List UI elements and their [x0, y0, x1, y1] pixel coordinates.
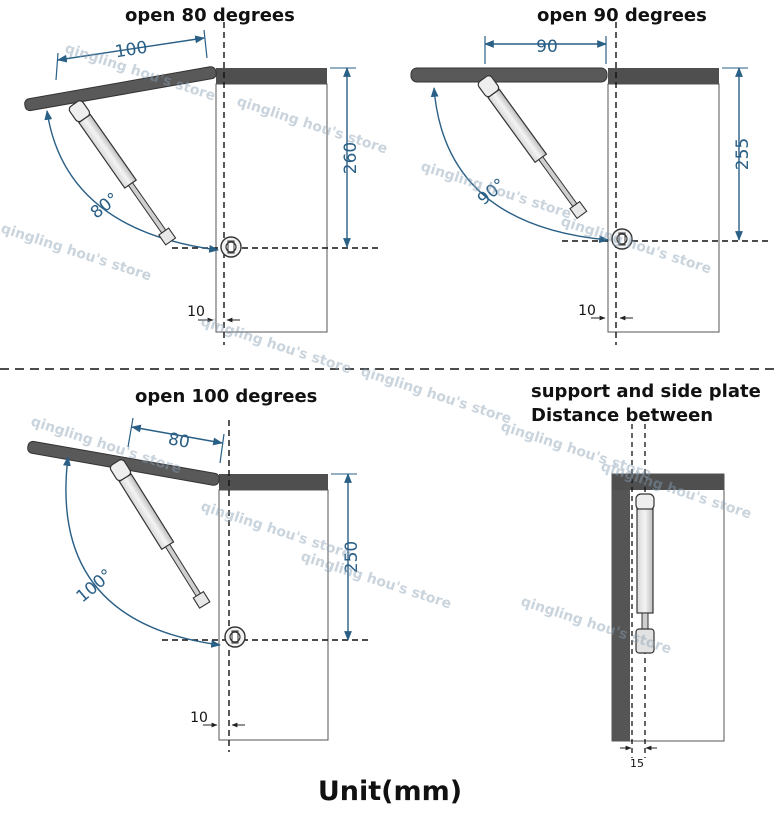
svg-text:qingling hou's store: qingling hou's store	[0, 221, 153, 285]
title-open-100: open 100 degrees	[135, 386, 318, 407]
height-dimension	[331, 473, 357, 641]
title-open-90: open 90 degrees	[537, 5, 707, 26]
strut-mount	[224, 626, 246, 648]
title-open-80: open 80 degrees	[125, 5, 295, 26]
panel-open-80: 100 260 80° 10	[24, 22, 380, 345]
cabinet-side	[215, 83, 328, 333]
angle-arc	[430, 87, 609, 244]
title-side-line1: support and side plate	[531, 381, 761, 402]
cabinet-top	[216, 68, 327, 84]
offset-label: 10	[187, 304, 205, 320]
lid	[24, 66, 217, 112]
height-dimension-label: 250	[342, 541, 362, 573]
cabinet-side	[607, 83, 720, 333]
height-dimension-label: 260	[341, 142, 361, 174]
angle-arc	[44, 110, 219, 253]
panel-side-distance: 15	[611, 424, 725, 770]
gas-strut	[67, 98, 178, 247]
panel-open-100: 80 250 100° 10	[27, 417, 370, 752]
height-dimension	[330, 67, 356, 248]
cabinet-top	[219, 474, 328, 490]
lid	[410, 67, 608, 83]
angle-arc	[63, 456, 221, 648]
offset-label: 10	[190, 710, 208, 726]
title-side-line2: Distance between	[531, 405, 714, 426]
cabinet-top	[612, 474, 724, 490]
panel-open-90: 90 255 90° 10	[410, 22, 770, 345]
width-dimension-label: 90	[536, 37, 558, 57]
cabinet-top	[608, 68, 719, 84]
height-dimension-label: 255	[733, 138, 753, 170]
offset-label: 10	[578, 303, 596, 319]
svg-text:qingling hou's store: qingling hou's store	[359, 364, 514, 428]
width-dimension-label: 80	[166, 429, 191, 452]
unit-label: Unit(mm)	[317, 776, 463, 807]
width-dimension	[484, 36, 607, 64]
side-plate	[612, 490, 630, 741]
strut-mount	[220, 236, 242, 258]
width-dimension	[55, 29, 208, 81]
cabinet-side	[218, 489, 329, 741]
gas-strut-side	[635, 493, 655, 654]
cabinet-outline	[611, 473, 725, 742]
height-dimension	[722, 67, 748, 241]
gap-label: 15	[630, 757, 644, 770]
